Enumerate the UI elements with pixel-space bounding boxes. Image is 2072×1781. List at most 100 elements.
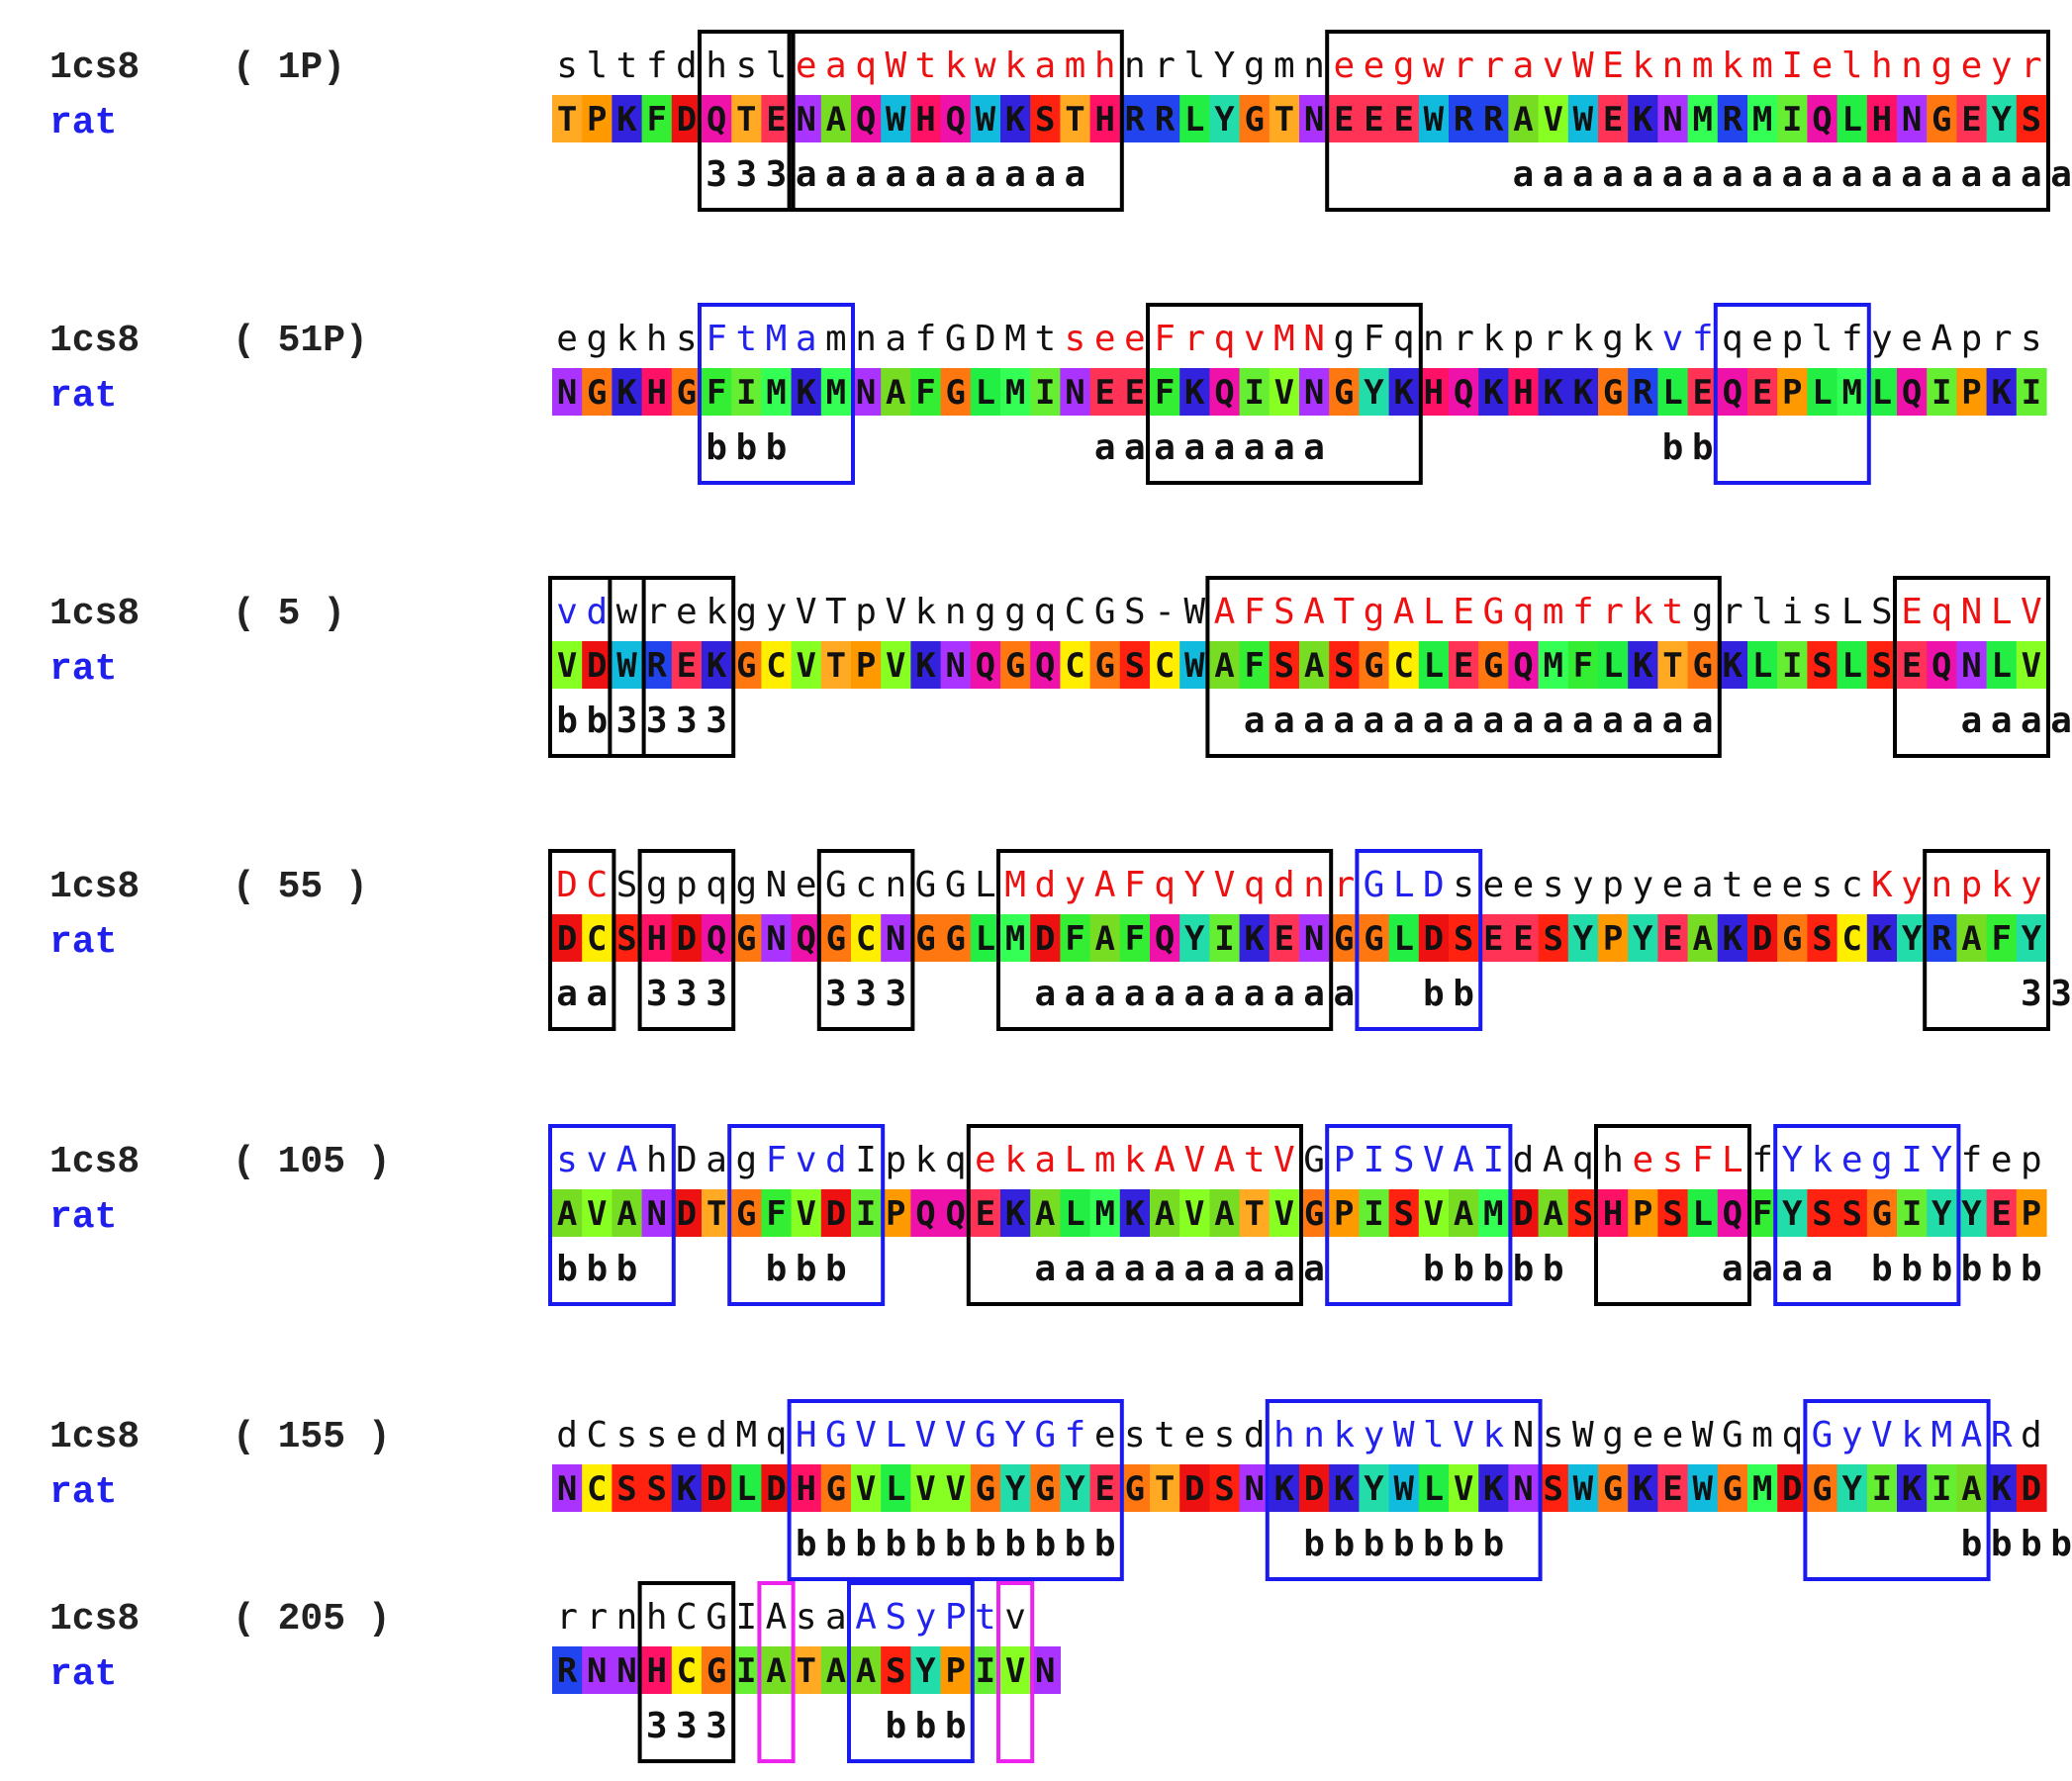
rat-residue: G [826,1469,846,1509]
residue-position-label: ( 51P) [233,320,368,362]
structure-residue: g [975,592,996,632]
structure-residue: V [945,1415,967,1455]
ss-symbol: a [1841,154,1863,195]
rat-residue: E [766,100,786,140]
helix-region-box [996,849,1334,1031]
rat-residue: K [1902,1469,1923,1509]
residue-cell [1628,1189,1658,1237]
rat-residue: P [1633,1194,1652,1234]
residue-cell [791,368,822,416]
residue-cell [881,1646,911,1694]
structure-residue: G [1722,1415,1743,1455]
rat-residue: A [1214,1194,1234,1234]
rat-residue: T [796,1651,815,1691]
residue-cell [1030,641,1061,689]
ss-symbol: b [586,1249,608,1289]
structure-residue: f [1065,1415,1086,1455]
rat-residue: D [1424,919,1444,959]
ss-symbol: a [1931,154,1952,195]
residue-cell [851,1646,882,1694]
rat-residue: V [2022,646,2041,686]
residue-cell [1089,368,1121,416]
structure-residue: d [1034,865,1056,905]
residue-cell [1269,1189,1300,1237]
ss-symbol: a [1572,701,1594,741]
structure-residue: W [1572,46,1594,86]
rat-residue: I [1931,1469,1951,1509]
rat-residue: H [1424,373,1444,413]
rat-residue: Y [1005,1469,1026,1509]
ss-symbol: b [1094,1524,1116,1564]
residue-cell [641,1646,673,1694]
rat-residue: L [976,919,995,959]
residue-cell [552,914,583,962]
structure-residue: v [1244,319,1266,359]
structure-residue: k [1632,319,1653,359]
rat-residue: Q [706,100,726,140]
rat-residue: S [1214,1469,1234,1509]
residue-cell [1269,368,1300,416]
structure-residue: g [1871,1140,1893,1180]
structure-residue: G [1034,1415,1056,1455]
structure-residue: v [1004,1597,1026,1638]
structure-residue: I [1482,1140,1504,1180]
ss-symbol: a [1154,427,1176,468]
structure-id-label: 1cs8 [49,1416,140,1458]
ss-symbol: a [1602,154,1624,195]
rat-residue: A [1094,919,1114,959]
ss-symbol: a [1244,427,1266,468]
residue-cell [1837,1464,1868,1512]
rat-residue: N [945,646,965,686]
residue-cell [1508,1189,1540,1237]
structure-residue: I [855,1140,877,1180]
residue-cell [1508,914,1540,962]
ss-symbol: a [1004,154,1026,195]
rat-residue: K [1005,100,1026,140]
ss-symbol: a [1991,154,2013,195]
rat-residue: P [856,646,876,686]
structure-residue: n [945,592,967,632]
rat-residue: T [1244,1194,1264,1234]
ss-symbol: b [766,1249,788,1289]
residue-cell [1747,1464,1778,1512]
ss-symbol: b [796,1249,817,1289]
residue-cell [582,1646,612,1694]
residue-cell [1567,914,1599,962]
ss-symbol: a [556,974,578,1014]
structure-residue: p [855,592,877,632]
residue-cell [612,95,643,142]
residue-cell [940,1189,972,1237]
structure-residue: W [1183,592,1205,632]
structure-residue: q [1214,319,1236,359]
ss-symbol: b [586,701,608,741]
residue-cell [881,368,911,416]
residue-cell [1299,1189,1330,1237]
residue-cell [1478,95,1509,142]
structure-residue: G [1303,1140,1325,1180]
structure-residue: s [735,46,757,86]
ss-symbol: a [825,154,847,195]
rat-residue: P [2022,1194,2041,1234]
ss-symbol: b [1453,1524,1474,1564]
structure-residue: k [1482,1415,1504,1455]
helix-region-box [787,30,1124,212]
structure-residue: t [735,319,757,359]
structure-residue: k [1991,865,2013,905]
residue-cell [1418,914,1450,962]
residue-cell [1179,95,1210,142]
structure-residue: r [646,592,668,632]
ss-symbol: a [1871,154,1893,195]
rat-residue: F [766,1194,786,1234]
rat-residue: D [766,1469,786,1509]
rat-residue: G [1692,646,1712,686]
structure-residue: V [1453,1415,1474,1455]
structure-residue: C [1065,592,1086,632]
residue-cell [1269,95,1300,142]
rat-residue: H [1094,100,1114,140]
structure-residue: C [586,865,608,905]
structure-residue: y [1572,865,1594,905]
rat-residue: S [646,1469,666,1509]
residue-cell [671,95,703,142]
